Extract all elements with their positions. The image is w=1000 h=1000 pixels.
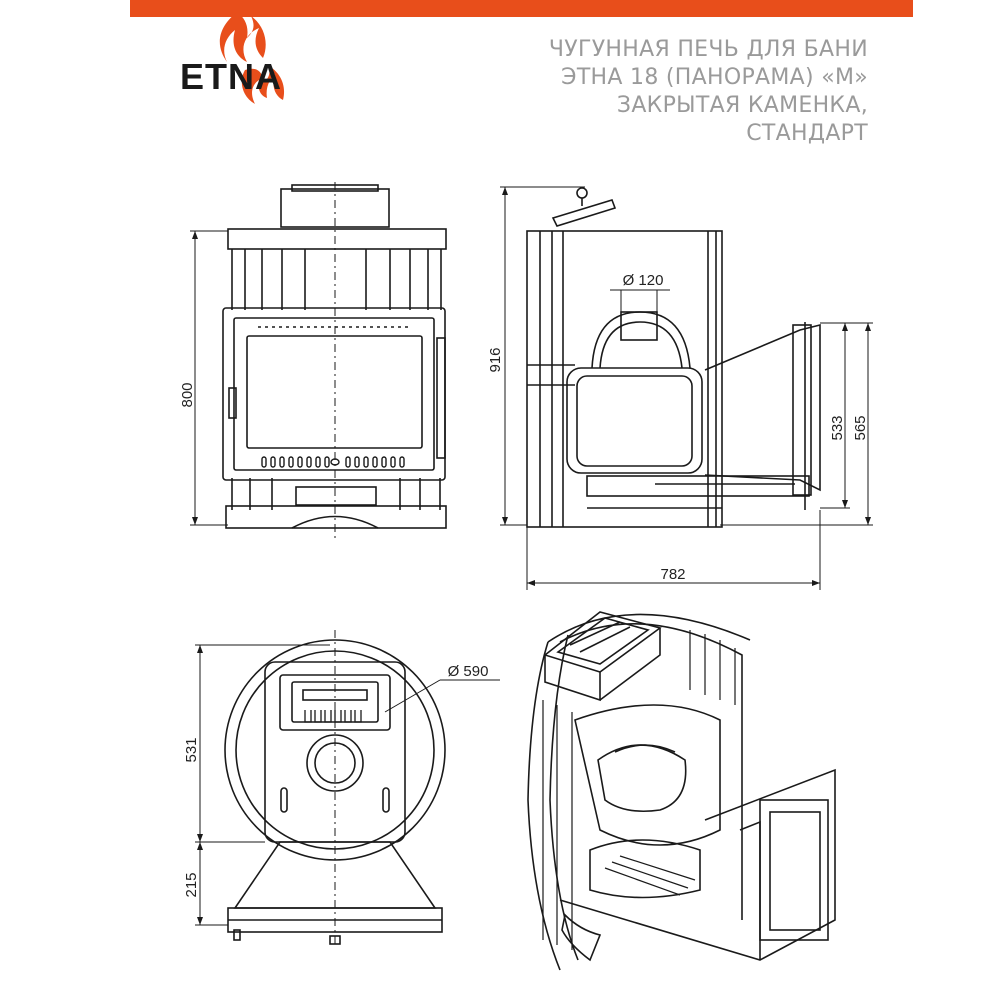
brand-logo-text: ETNA — [180, 56, 282, 97]
dim-door-outer: 565 — [852, 415, 869, 440]
title-line-2: ЭТНА 18 (ПАНОРАМА) «М» — [561, 65, 868, 90]
cutaway-3d-view — [527, 611, 836, 971]
dim-front-height: 800 — [179, 382, 196, 407]
top-accent-bar — [130, 0, 913, 17]
dim-side-total-height: 916 — [487, 347, 504, 372]
flame-logo-icon — [219, 12, 285, 104]
top-view — [195, 630, 500, 948]
title-line-4: СТАНДАРТ — [746, 121, 868, 146]
side-view — [500, 186, 873, 590]
dim-top-body-depth: 531 — [183, 737, 200, 762]
dim-pipe-diameter: Ø 120 — [623, 272, 664, 289]
title-line-1: ЧУГУННАЯ ПЕЧЬ ДЛЯ БАНИ — [548, 37, 868, 62]
dim-top-diameter: Ø 590 — [448, 663, 489, 680]
product-title: ЧУГУННАЯ ПЕЧЬ ДЛЯ БАНИ ЭТНА 18 (ПАНОРАМА… — [549, 36, 868, 148]
front-view — [190, 182, 447, 540]
dim-top-tunnel-depth: 215 — [183, 872, 200, 897]
title-line-3: ЗАКРЫТАЯ КАМЕНКА, — [616, 93, 868, 118]
dim-side-depth: 782 — [660, 566, 685, 583]
dim-door-inner: 533 — [829, 415, 846, 440]
